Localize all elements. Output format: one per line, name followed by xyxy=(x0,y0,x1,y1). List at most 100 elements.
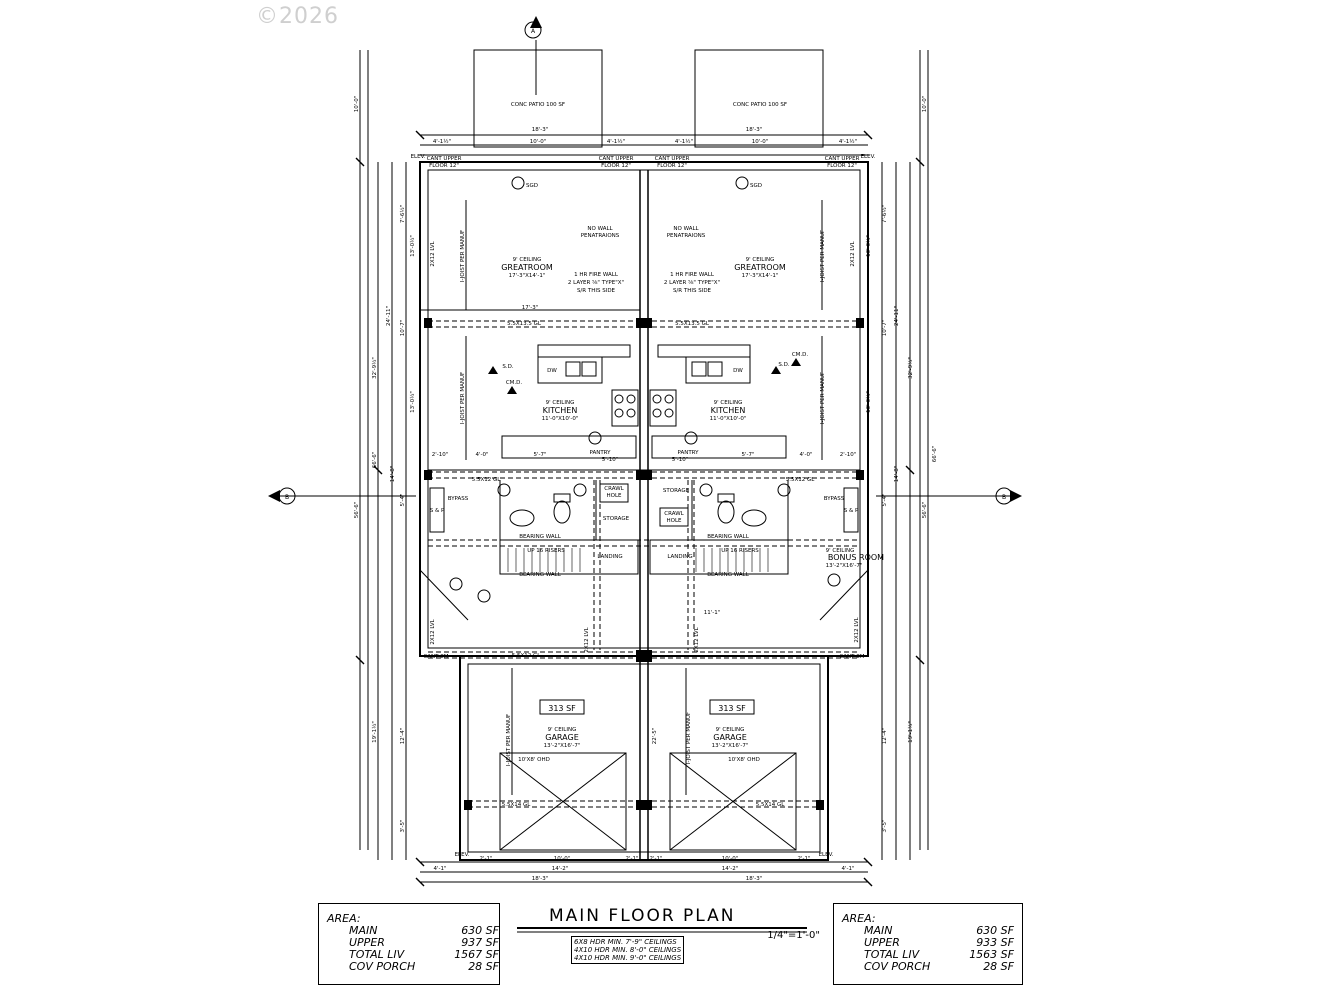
dim-text: 24'-11" xyxy=(894,306,900,326)
patio-label-left: CONC PATIO 100 SF xyxy=(511,102,565,108)
dim-text: 4'-1" xyxy=(841,866,854,872)
area-label: TOTAL LIV xyxy=(864,948,920,961)
kitchen-size-right: 11'-0"X10'-0" xyxy=(710,416,747,422)
section-mark-left: B xyxy=(285,494,289,501)
copyright-watermark: ©2026 xyxy=(256,4,339,29)
dim-text: 10'-0" xyxy=(722,856,739,862)
note-text: FLOOR 12" xyxy=(601,163,631,169)
note-text: 1 HR FIRE WALL xyxy=(574,272,619,278)
area-value: 28 SF xyxy=(983,960,1014,973)
dim-text: 5'-7" xyxy=(741,452,754,458)
note-text: I-JOIST PER MANUF xyxy=(506,714,512,766)
dim-text: 10'-0" xyxy=(922,96,928,113)
note-text: I-JOIST PER MANUF xyxy=(460,372,466,424)
dim-text: 10'-0" xyxy=(554,856,571,862)
note-text: CANT UPPER xyxy=(599,156,634,162)
greatroom-ceiling-left: 9' CEILING xyxy=(513,257,542,263)
dim-text: 5'-4" xyxy=(882,493,888,506)
note-text: 2 LAYER ⅝" TYPE"X" xyxy=(568,280,624,286)
patio-right xyxy=(694,49,824,148)
note-text: 10'X8' OHD xyxy=(728,757,760,763)
greatroom-ceiling-right: 9' CEILING xyxy=(746,257,775,263)
dim-text: 4'-1½" xyxy=(839,138,857,145)
note-text: NO WALL xyxy=(673,226,699,232)
note-text: 5.5X13.5 GL xyxy=(675,321,710,327)
dim-text: 13'-0½" xyxy=(865,391,872,413)
dim-top-left-width: 18'-3" xyxy=(532,127,549,133)
dim-text: 4'-1" xyxy=(433,866,446,872)
note-text: I-JOIST PER MANUF xyxy=(686,712,692,764)
area-label: UPPER xyxy=(864,936,900,949)
note-text: CANT 8M xyxy=(423,654,448,660)
note-text: S & P xyxy=(430,508,445,514)
dim-text: 10'-7" xyxy=(882,320,888,337)
dim-text: 10'-0" xyxy=(354,96,360,113)
note-text: BYPASS xyxy=(448,496,469,502)
note-text: ELEV. xyxy=(861,154,876,160)
dim-text: 5'-7" xyxy=(533,452,546,458)
note-text: PENATRAIONS xyxy=(667,233,706,239)
title-block: MAIN FLOOR PLAN 1/4"=1'-0" 6X8 HDR MIN. … xyxy=(515,906,820,966)
header-notes: 6X8 HDR MIN. 7'-9" CEILINGS 4X10 HDR MIN… xyxy=(571,936,685,964)
dim-text: 5'-4" xyxy=(400,493,406,506)
kitchen-size-left: 11'-0"X10'-0" xyxy=(542,416,579,422)
note-text: DW xyxy=(733,368,743,374)
note-text: 2 LAYER ⅝" TYPE"X" xyxy=(664,280,720,286)
dim-text: 4'-1½" xyxy=(433,138,451,145)
note-text: STORAGE xyxy=(603,516,630,522)
area-value: 1567 SF xyxy=(454,948,499,961)
bonus-name: BONUS ROOM xyxy=(828,553,884,562)
dim-text: 32'-9½" xyxy=(907,357,914,379)
note-text: BYPASS xyxy=(824,496,845,502)
note-text: ELEV. xyxy=(455,852,470,858)
greatroom-size-right: 17'-3"X14'-1" xyxy=(742,273,779,279)
kitchen-name-right: KITCHEN xyxy=(711,406,746,415)
drawing-scale: 1/4"=1'-0" xyxy=(767,930,820,941)
note-text: NO WALL xyxy=(587,226,613,232)
dim-text: 2'-1" xyxy=(625,856,638,862)
dim-text: 10'-0" xyxy=(530,139,547,145)
dim-text: 10'-0" xyxy=(752,139,769,145)
note-text: CANT UPPER xyxy=(427,156,462,162)
note-text: CM.D. xyxy=(506,380,523,386)
note-text: BEARING WALL xyxy=(707,534,750,540)
area-label: UPPER xyxy=(349,936,385,949)
area-value: 937 SF xyxy=(461,936,499,949)
note-text: UP 16 RISERS xyxy=(527,548,565,554)
note-text: FLOOR 12" xyxy=(657,163,687,169)
garage-size-left: 13'-2"X16'-7" xyxy=(544,743,581,749)
note-text: S.D. xyxy=(778,362,789,368)
dim-text: 66'-6" xyxy=(372,452,378,469)
note-text: DW xyxy=(547,368,557,374)
note-text: STORAGE xyxy=(663,488,690,494)
garage-ceiling-right: 9' CEILING xyxy=(716,727,745,733)
note-text: I-JOIST PER MANUF xyxy=(820,230,826,282)
dim-text: 10'-7" xyxy=(400,320,406,337)
area-value: 933 SF xyxy=(976,936,1014,949)
note-text: S.D. xyxy=(502,364,513,370)
greatroom-size-left: 17'-3"X14'-1" xyxy=(509,273,546,279)
area-value: 1563 SF xyxy=(969,948,1014,961)
dim-text: 5'-10" xyxy=(672,457,689,463)
note-text: HOLE xyxy=(606,493,622,499)
note-text: 5.5X13.5 GL xyxy=(507,321,542,327)
note-text: 2X12 LVL xyxy=(694,626,700,652)
note-text: CRAWL xyxy=(664,511,684,517)
garage-area-left: 313 SF xyxy=(548,704,576,713)
note-text: 1 HR FIRE WALL xyxy=(670,272,715,278)
note-text: ELEV. xyxy=(411,154,426,160)
bonus-ceiling: 9' CEILING xyxy=(826,548,855,554)
note-text: PANTRY xyxy=(677,450,699,456)
dim-text: 4'-1½" xyxy=(607,138,625,145)
dim-text: 2'-1" xyxy=(649,856,662,862)
note-text: 10'X8' OHD xyxy=(518,757,550,763)
greatroom-name-right: GREATROOM xyxy=(734,263,786,272)
dim-text: 2'-1" xyxy=(797,856,810,862)
kitchen-ceiling-left: 9' CEILING xyxy=(546,400,575,406)
note-text: 2X12 LVL xyxy=(854,616,860,642)
kitchen-name-left: KITCHEN xyxy=(543,406,578,415)
dim-text: 4'-0" xyxy=(475,452,488,458)
area-value: 28 SF xyxy=(468,960,499,973)
dim-text: 7'-6½" xyxy=(399,205,406,223)
dim-text: 14'-2" xyxy=(722,866,739,872)
